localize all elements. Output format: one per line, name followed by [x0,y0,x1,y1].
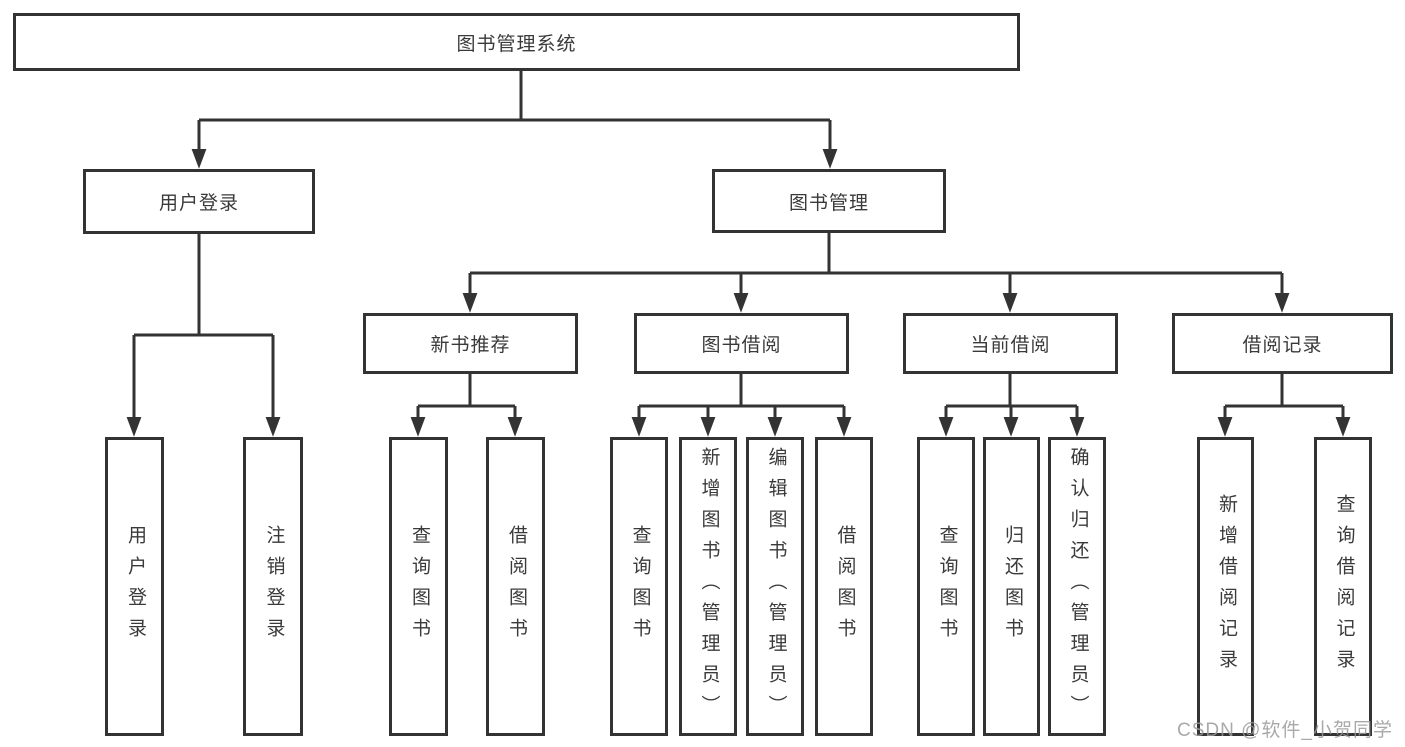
node-label: 借阅记录 [1242,335,1323,356]
leaf-label: 新增图书（管理员） [698,447,720,726]
leaf-edit-book-admin: 编辑图书（管理员） [746,437,804,736]
leaf-label: 用户登录 [124,524,146,649]
node-library-system: 图书管理系统 [13,13,1020,71]
leaf-label: 查询图书 [936,524,958,649]
node-user-login: 用户登录 [83,169,315,234]
leaf-label: 注销登录 [263,524,285,649]
node-book-management: 图书管理 [712,169,946,233]
leaf-borrow-books-1: 借阅图书 [486,437,545,736]
leaf-borrow-books-2: 借阅图书 [815,437,873,736]
leaf-label: 查询图书 [408,524,430,649]
node-label: 图书管理系统 [456,33,577,55]
node-borrow-records: 借阅记录 [1172,313,1393,374]
leaf-query-books-3: 查询图书 [917,437,975,736]
node-label: 图书管理 [788,192,869,214]
leaf-logout: 注销登录 [243,437,303,736]
leaf-label: 编辑图书（管理员） [765,447,787,726]
csdn-watermark: CSDN @软件_小贺同学 [1177,720,1393,741]
leaf-return-book: 归还图书 [983,437,1040,736]
leaf-add-borrow-record: 新增借阅记录 [1197,437,1254,736]
leaf-add-book-admin: 新增图书（管理员） [679,437,737,736]
node-label: 用户登录 [158,193,239,214]
leaf-label: 新增借阅记录 [1215,493,1237,680]
node-current-borrow: 当前借阅 [903,313,1118,374]
node-label: 图书借阅 [701,335,782,356]
node-new-book-recommend: 新书推荐 [363,313,578,374]
leaf-user-login: 用户登录 [105,437,164,736]
leaf-query-books-1: 查询图书 [389,437,448,736]
leaf-confirm-return-admin: 确认归还（管理员） [1048,437,1106,736]
leaf-query-books-2: 查询图书 [610,437,668,736]
leaf-label: 归还图书 [1001,524,1023,649]
node-label: 当前借阅 [970,335,1051,356]
leaf-query-borrow-record: 查询借阅记录 [1314,437,1372,736]
node-label: 新书推荐 [430,335,511,356]
leaf-label: 查询借阅记录 [1333,493,1355,680]
leaf-label: 借阅图书 [505,524,527,649]
leaf-label: 确认归还（管理员） [1067,447,1089,726]
leaf-label: 查询图书 [629,524,651,649]
node-book-borrow: 图书借阅 [634,313,849,374]
leaf-label: 借阅图书 [834,524,856,649]
